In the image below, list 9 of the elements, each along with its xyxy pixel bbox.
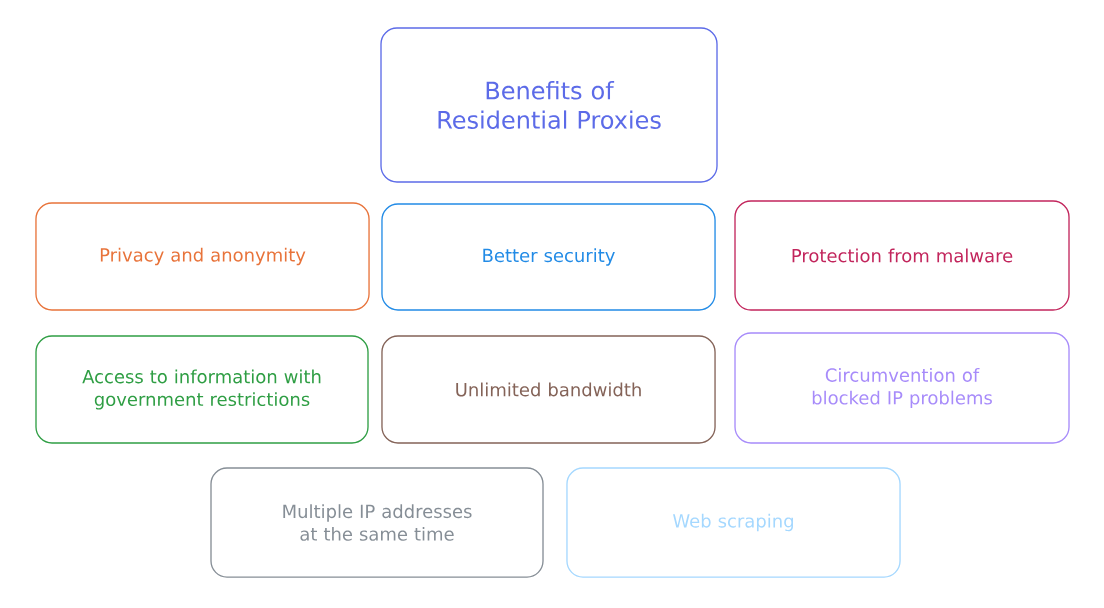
benefit-box: Protection from malware bbox=[734, 200, 1070, 311]
benefit-box: Privacy and anonymity bbox=[35, 202, 370, 311]
benefit-box: Multiple IP addresses at the same time bbox=[210, 467, 544, 578]
benefit-box: Web scraping bbox=[566, 467, 901, 578]
benefit-box: Better security bbox=[381, 203, 716, 311]
benefit-box: Unlimited bandwidth bbox=[381, 335, 716, 444]
benefit-box: Access to information with government restrictions bbox=[35, 335, 369, 444]
title-box: Benefits of Residential Proxies bbox=[380, 27, 718, 183]
benefit-box: Circumvention of blocked IP problems bbox=[734, 332, 1070, 444]
